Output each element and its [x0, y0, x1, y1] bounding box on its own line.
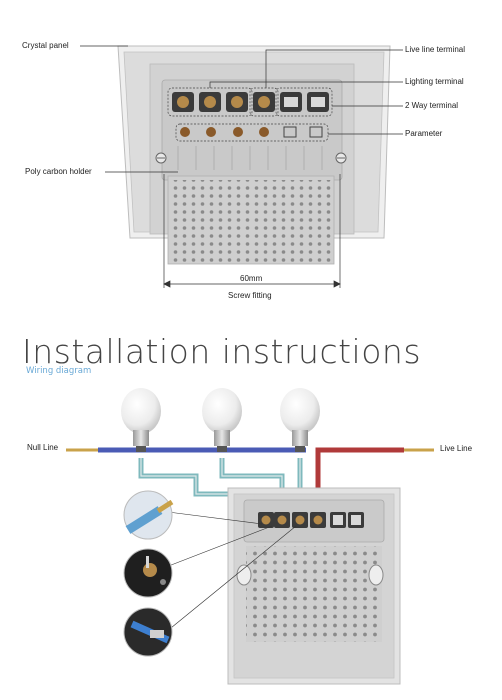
label-lighting-terminal: Lighting terminal: [405, 77, 464, 86]
label-parameter: Parameter: [405, 129, 443, 138]
label-null-line: Null Line: [27, 443, 59, 452]
label-live-line-terminal: Live line terminal: [405, 45, 466, 54]
label-dimension: 60mm: [240, 274, 263, 283]
inset-stripped-wire: [123, 490, 174, 540]
inset-pointers: [165, 511, 297, 633]
lamp-2: [202, 388, 242, 452]
terminal-screws: [172, 92, 329, 112]
live-terminal-box: [249, 87, 279, 117]
label-screw-fitting: Screw fitting: [228, 291, 272, 300]
inset-screw-terminal: [123, 548, 173, 598]
section-title: Installation instructions: [22, 332, 422, 371]
parameter-row: [180, 126, 323, 138]
section-subtitle: Wiring diagram: [26, 366, 92, 376]
lamp-1: [121, 388, 161, 452]
lamp-3: [280, 388, 320, 452]
lighting-terminal-box: [167, 87, 253, 117]
inset-wire-inserted: [123, 607, 173, 657]
label-crystal-panel: Crystal panel: [22, 41, 69, 50]
callout-lines: [80, 45, 403, 288]
parameter-box: [175, 123, 329, 142]
label-two-way-terminal: 2 Way terminal: [405, 101, 459, 110]
label-poly-carbon-holder: Poly carbon holder: [25, 167, 92, 176]
switch-panel-wired: [227, 487, 401, 685]
switch-back-view: [117, 45, 391, 265]
two-way-terminal-box: [275, 87, 333, 117]
label-live-line: Live Line: [440, 444, 473, 453]
